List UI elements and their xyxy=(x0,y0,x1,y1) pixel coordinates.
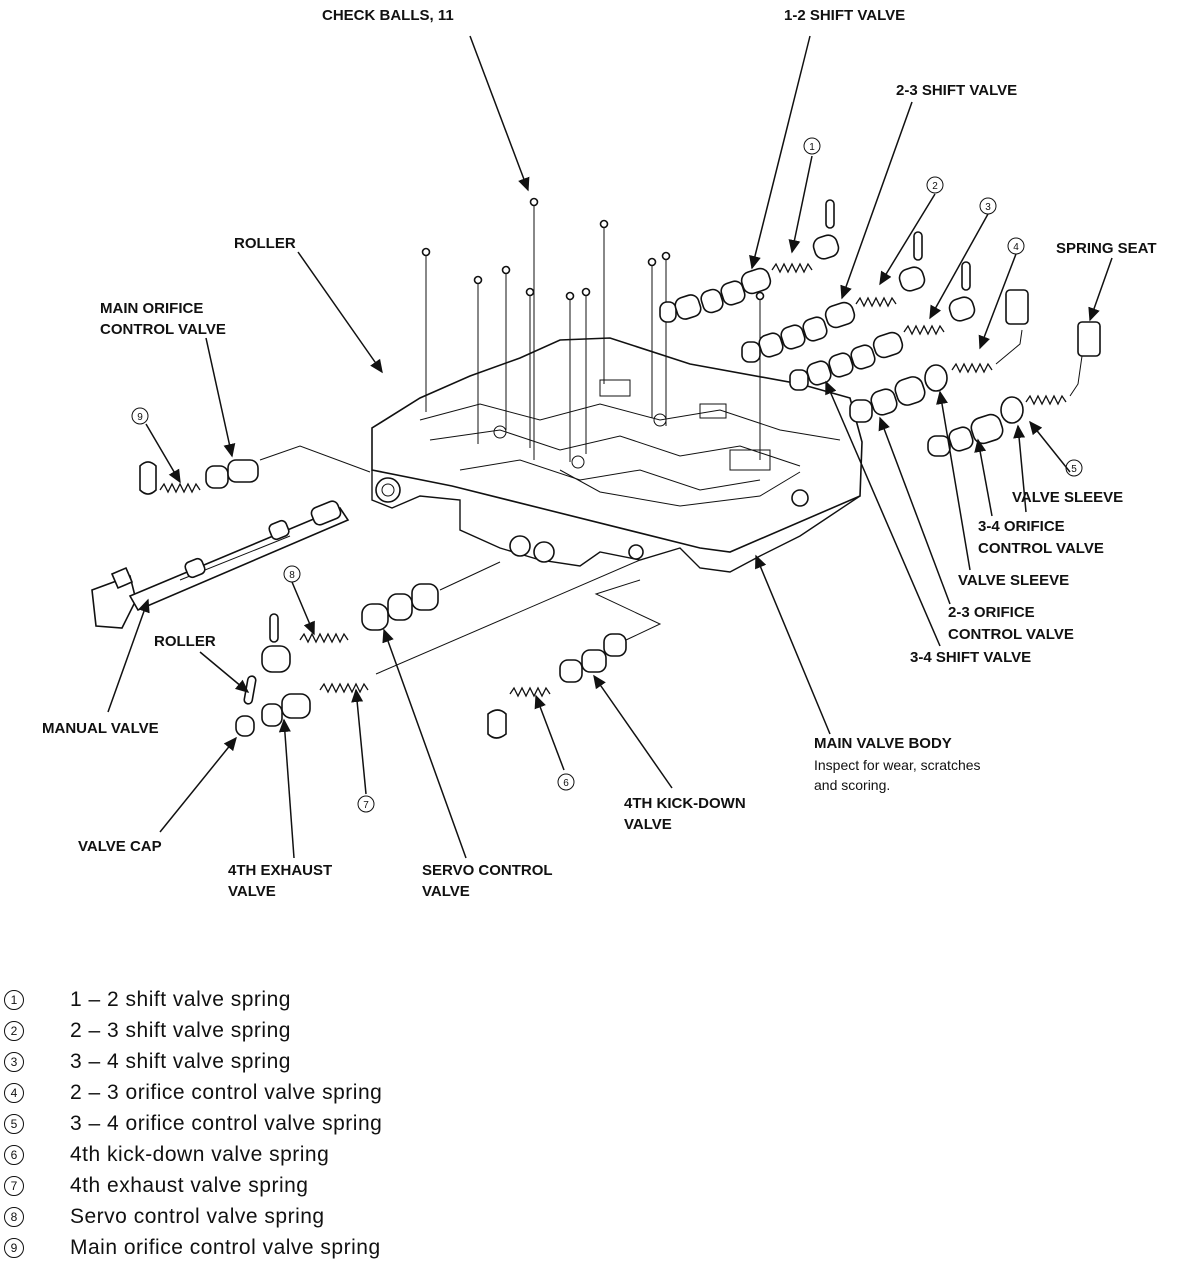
legend-item: 5 3 – 4 orifice control valve spring xyxy=(4,1108,604,1139)
callout-7: 7 xyxy=(357,795,375,813)
orifice-34-assembly xyxy=(927,321,1101,457)
spring-legend: 1 1 – 2 shift valve spring 2 2 – 3 shift… xyxy=(4,984,604,1263)
label-orifice-23-2: CONTROL VALVE xyxy=(948,626,1074,643)
label-orifice-23-1: 2-3 ORIFICE xyxy=(948,604,1035,621)
label-kickdown-2: VALVE xyxy=(624,816,672,833)
callout-1: 1 xyxy=(803,137,821,155)
shift-34-assembly xyxy=(789,261,976,391)
label-servo-1: SERVO CONTROL xyxy=(422,862,553,879)
leader-lines xyxy=(107,35,1113,859)
svg-text:6: 6 xyxy=(563,778,569,789)
legend-number: 8 xyxy=(4,1206,24,1227)
kickdown-assembly xyxy=(487,579,662,739)
legend-number: 6 xyxy=(4,1144,24,1165)
label-main-body-note-2: and scoring. xyxy=(814,777,890,793)
label-orifice-34-1: 3-4 ORIFICE xyxy=(978,518,1065,535)
label-exhaust-1: 4TH EXHAUST xyxy=(228,862,332,879)
legend-label: Servo control valve spring xyxy=(70,1204,325,1228)
legend-label: 3 – 4 orifice control valve spring xyxy=(70,1111,383,1135)
callout-8: 8 xyxy=(283,565,301,583)
label-valve-sleeve-right: VALVE SLEEVE xyxy=(1012,489,1123,506)
legend-item: 8 Servo control valve spring xyxy=(4,1201,604,1232)
svg-text:1: 1 xyxy=(809,142,815,153)
shift-23-assembly xyxy=(741,231,926,363)
svg-text:8: 8 xyxy=(289,570,295,581)
legend-label: 4th exhaust valve spring xyxy=(70,1173,309,1197)
legend-item: 3 3 – 4 shift valve spring xyxy=(4,1046,604,1077)
label-spring-seat: SPRING SEAT xyxy=(1056,240,1157,257)
callout-4: 4 xyxy=(1007,237,1025,255)
svg-text:7: 7 xyxy=(363,800,369,811)
legend-label: Main orifice control valve spring xyxy=(70,1235,381,1259)
label-main-body-note-1: Inspect for wear, scratches xyxy=(814,757,981,773)
main-valve-body xyxy=(371,337,863,573)
label-kickdown-1: 4TH KICK-DOWN xyxy=(624,795,746,812)
legend-number: 4 xyxy=(4,1082,24,1103)
legend-label: 1 – 2 shift valve spring xyxy=(70,987,291,1011)
legend-number: 9 xyxy=(4,1237,24,1258)
callout-5: 5 xyxy=(1065,459,1083,477)
label-valve-sleeve-mid: VALVE SLEEVE xyxy=(958,572,1069,589)
check-balls xyxy=(421,197,765,462)
label-shift-34: 3-4 SHIFT VALVE xyxy=(910,649,1031,666)
svg-text:4: 4 xyxy=(1013,242,1019,253)
label-exhaust-2: VALVE xyxy=(228,883,276,900)
label-shift-12: 1-2 SHIFT VALVE xyxy=(784,7,905,24)
legend-number: 5 xyxy=(4,1113,24,1134)
legend-label: 2 – 3 orifice control valve spring xyxy=(70,1080,383,1104)
label-shift-23: 2-3 SHIFT VALVE xyxy=(896,82,1017,99)
svg-text:9: 9 xyxy=(137,412,143,423)
svg-text:3: 3 xyxy=(985,202,991,213)
legend-number: 2 xyxy=(4,1020,24,1041)
legend-item: 9 Main orifice control valve spring xyxy=(4,1232,604,1263)
shift-12-assembly xyxy=(659,199,840,323)
manual-valve xyxy=(91,500,350,629)
label-valve-cap: VALVE CAP xyxy=(78,838,162,855)
legend-label: 4th kick-down valve spring xyxy=(70,1142,330,1166)
label-roller-low: ROLLER xyxy=(154,633,216,650)
callout-3: 3 xyxy=(979,197,997,215)
legend-label: 3 – 4 shift valve spring xyxy=(70,1049,291,1073)
callout-2: 2 xyxy=(926,176,944,194)
main-orifice-assembly xyxy=(139,445,371,495)
servo-control-assembly xyxy=(261,561,501,673)
legend-number: 7 xyxy=(4,1175,24,1196)
legend-number: 3 xyxy=(4,1051,24,1072)
legend-item: 1 1 – 2 shift valve spring xyxy=(4,984,604,1015)
legend-number: 1 xyxy=(4,989,24,1010)
legend-label: 2 – 3 shift valve spring xyxy=(70,1018,291,1042)
legend-item: 2 2 – 3 shift valve spring xyxy=(4,1015,604,1046)
legend-item: 7 4th exhaust valve spring xyxy=(4,1170,604,1201)
label-manual-valve: MANUAL VALVE xyxy=(42,720,159,737)
label-check-balls: CHECK BALLS, 11 xyxy=(322,7,454,24)
callout-6: 6 xyxy=(557,773,575,791)
exhaust-assembly xyxy=(235,559,641,737)
orifice-23-assembly xyxy=(849,289,1029,423)
svg-text:5: 5 xyxy=(1071,464,1077,475)
label-servo-2: VALVE xyxy=(422,883,470,900)
label-main-orifice-1: MAIN ORIFICE xyxy=(100,300,203,317)
label-main-orifice-2: CONTROL VALVE xyxy=(100,321,226,338)
callout-9: 9 xyxy=(131,407,149,425)
legend-item: 4 2 – 3 orifice control valve spring xyxy=(4,1077,604,1108)
label-roller-top: ROLLER xyxy=(234,235,296,252)
svg-text:2: 2 xyxy=(932,181,938,192)
legend-item: 6 4th kick-down valve spring xyxy=(4,1139,604,1170)
label-orifice-34-2: CONTROL VALVE xyxy=(978,540,1104,557)
label-main-body: MAIN VALVE BODY xyxy=(814,735,952,752)
